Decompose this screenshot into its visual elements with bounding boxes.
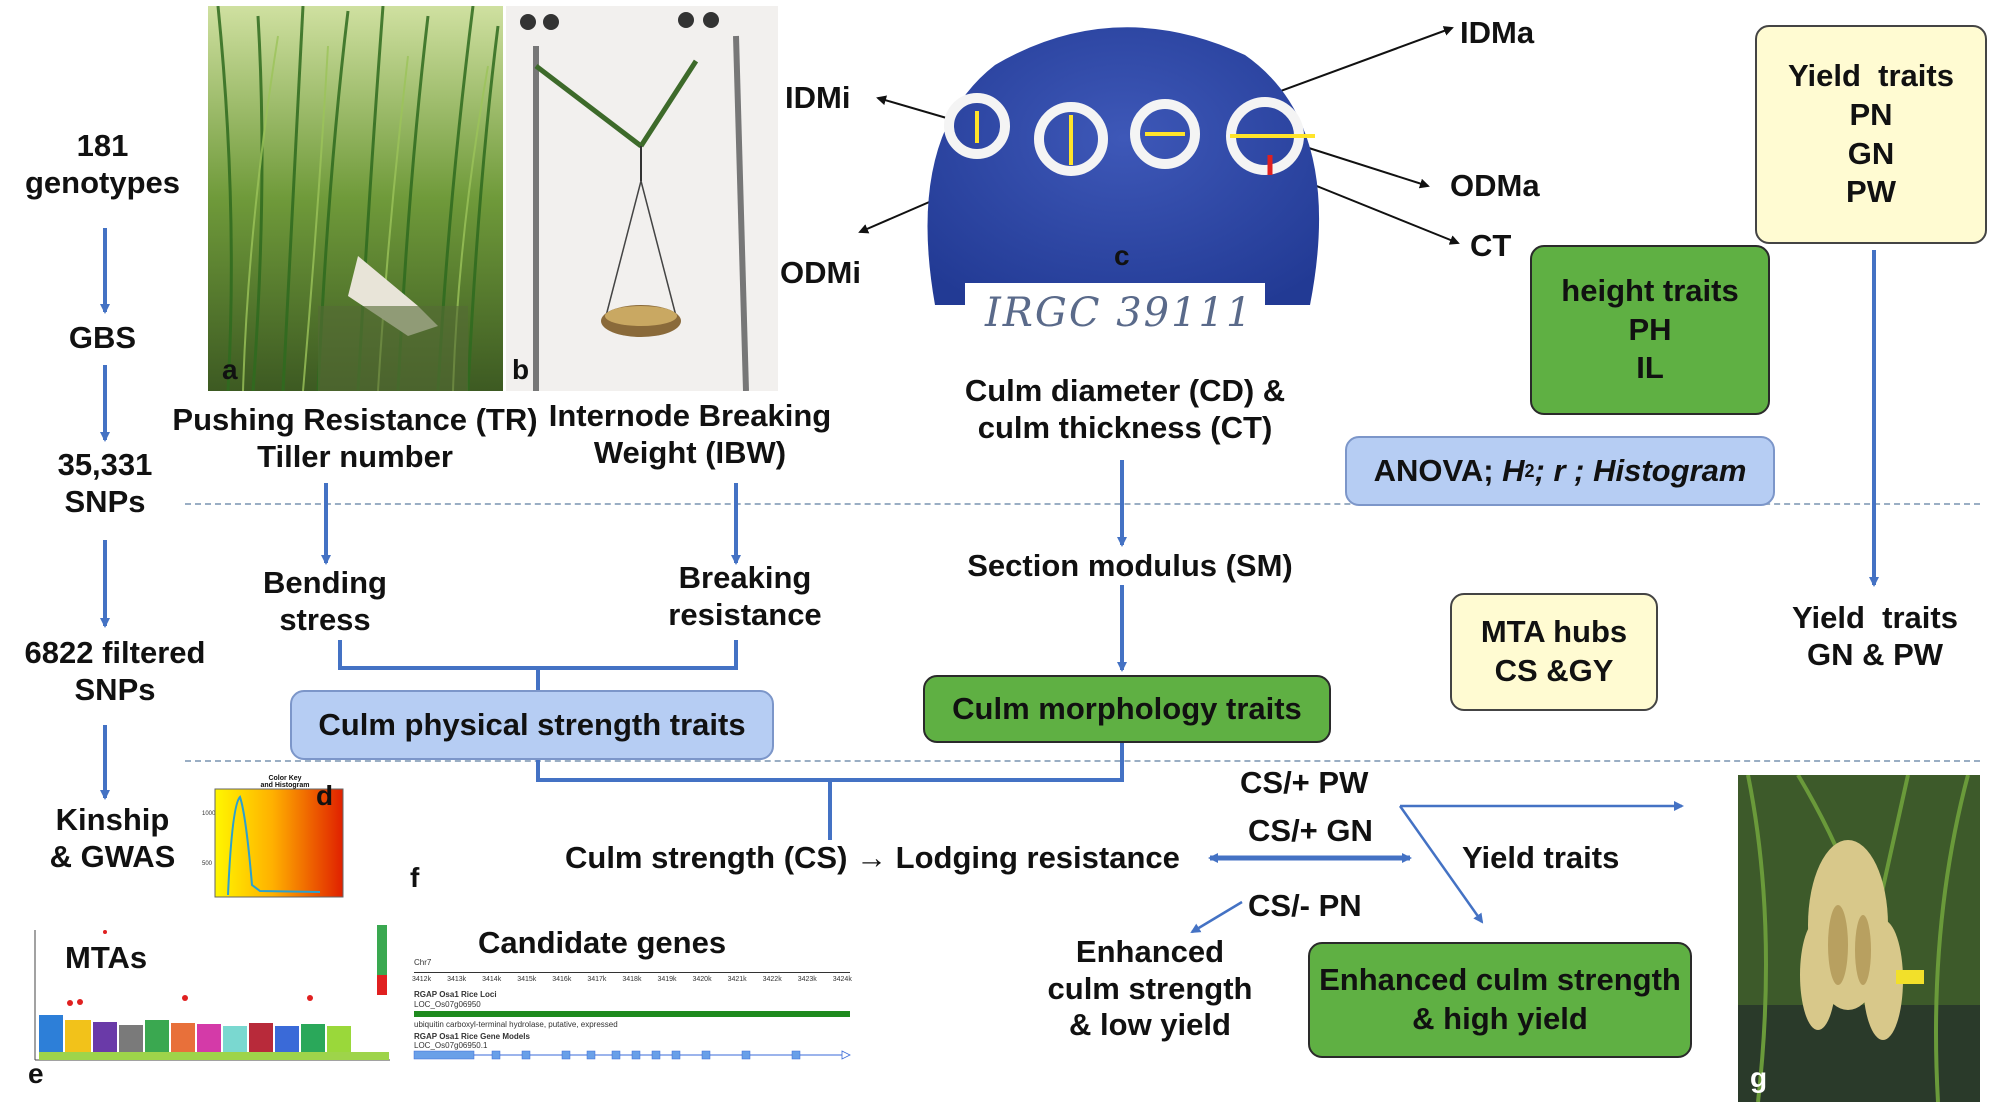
height-traits-box: height traits PH IL	[1530, 245, 1770, 415]
tick: 3415k	[517, 976, 537, 983]
separator-top	[185, 503, 1980, 505]
tick: 3413k	[447, 976, 467, 983]
tick: 3421k	[727, 976, 747, 983]
panel-label-b: b	[512, 354, 530, 385]
breaking-resistance-label: Breaking resistance	[668, 560, 822, 632]
brackets	[338, 640, 1124, 840]
yield-gn-pw-label: Yield traits GN & PW	[1792, 600, 1958, 672]
tick: 3416k	[552, 976, 572, 983]
yield-traits-top-box: Yield traits PN GN PW	[1755, 25, 1987, 244]
plate-label: IRGC 39111	[985, 290, 1254, 336]
idma-label: IDMa	[1460, 15, 1535, 50]
photo-pushing-resistance	[208, 6, 503, 391]
bending-stress-label: Bending stress	[263, 565, 387, 637]
snps-label: 35,331 SNPs	[57, 447, 153, 519]
gene-ticks	[414, 972, 850, 973]
height-traits-text: height traits PH IL	[1561, 272, 1739, 386]
culm-morphology-text: Culm morphology traits	[952, 690, 1302, 726]
pushing-resistance-caption: Pushing Resistance (TR) Tiller number	[172, 402, 538, 474]
gene-tick-labels: 3412k 3413k 3414k 3415k 3416k 3417k 3418k 3419k…	[412, 976, 852, 983]
panel-label-d: d	[316, 780, 334, 811]
odmi-label: ODMi	[780, 255, 861, 290]
heatmap-title: Color Key and Histogram	[260, 775, 310, 789]
mta-hubs-box: MTA hubs CS &GY	[1450, 593, 1658, 711]
gene-locus: LOC_Os07g06950	[414, 1000, 481, 1009]
cs-arrows	[1190, 801, 1684, 934]
culm-physical-box: Culm physical strength traits	[290, 690, 774, 760]
tick: 3424k	[832, 976, 852, 983]
tick: 3423k	[797, 976, 817, 983]
rice-field-image	[208, 6, 503, 391]
photo-internode-breaking	[506, 6, 778, 391]
tick: 3419k	[657, 976, 677, 983]
gene-model: LOC_Os07g06950.1	[414, 1041, 488, 1050]
manhattan-plot	[15, 920, 395, 1080]
mta-hubs-text: MTA hubs CS &GY	[1480, 614, 1628, 688]
gene-model-bar	[413, 1050, 851, 1060]
cross-section-image	[927, 27, 1320, 335]
tick: 3417k	[587, 976, 607, 983]
cs-pn-label: CS/- PN	[1248, 888, 1362, 923]
panel-label-f: f	[410, 862, 420, 893]
anova-h-sup: 2	[1524, 460, 1535, 481]
tick: 3414k	[482, 976, 502, 983]
gene-track1: RGAP Osa1 Rice Loci	[414, 990, 497, 999]
yield-traits-top-text: Yield traits PN GN PW	[1788, 58, 1954, 210]
yield-traits-label: Yield traits	[1462, 840, 1620, 875]
anova-prefix: ANOVA;	[1373, 452, 1503, 488]
rice-panicle-image	[1738, 775, 1980, 1102]
tick: 3422k	[762, 976, 782, 983]
gbs-label: GBS	[68, 320, 137, 355]
manhattan-plot-image	[34, 925, 390, 1061]
tick: 3420k	[692, 976, 712, 983]
culm-physical-text: Culm physical strength traits	[318, 706, 746, 742]
photo-cross-section	[905, 15, 1335, 335]
filtered-snps-label: 6822 filtered SNPs	[24, 635, 206, 707]
internode-breaking-caption: Internode Breaking Weight (IBW)	[548, 398, 832, 470]
kinship-gwas-label: Kinship & GWAS	[49, 802, 176, 874]
panel-label-e: e	[28, 1058, 44, 1089]
enhanced-low-yield-label: Enhanced culm strength & low yield	[1047, 934, 1253, 1043]
gene-track2: RGAP Osa1 Rice Gene Models	[414, 1032, 530, 1041]
svg-text:1000: 1000	[202, 811, 216, 817]
panel-label-g: g	[1750, 1062, 1768, 1093]
cs-gn-label: CS/+ GN	[1248, 813, 1373, 848]
ct-label: CT	[1470, 228, 1512, 263]
trait-arrows	[321, 250, 1879, 672]
genotypes-label: 181 genotypes	[24, 128, 181, 200]
culm-strength-lodging-label: Culm strength (CS) → Lodging resistance	[565, 840, 1180, 875]
cs-pw-label: CS/+ PW	[1240, 765, 1369, 800]
svg-text:500: 500	[202, 861, 213, 867]
color-key-histogram: 1000 500	[202, 788, 344, 898]
gene-viewer: Chr7 3412k 3413k 3414k 3415k 3416k 3417k 3418k…	[412, 958, 852, 1060]
culm-diameter-label: Culm diameter (CD) & culm thickness (CT)	[964, 373, 1286, 445]
enhanced-high-yield-text: Enhanced culm strength & high yield	[1319, 962, 1681, 1036]
odma-label: ODMa	[1450, 168, 1540, 203]
photo-rice-panicle	[1738, 775, 1980, 1102]
panel-label-a: a	[222, 354, 238, 385]
candidate-genes-label: Candidate genes	[478, 925, 727, 960]
panel-label-c: c	[1114, 240, 1130, 271]
gene-chr: Chr7	[414, 958, 432, 967]
tick: 3418k	[622, 976, 642, 983]
breaking-apparatus-image	[520, 12, 749, 391]
tick: 3412k	[412, 976, 432, 983]
anova-rest: ; r ; Histogram	[1534, 452, 1747, 488]
gene-desc: ubiquitin carboxyl-terminal hydrolase, p…	[414, 1020, 618, 1029]
anova-h: H	[1502, 452, 1525, 488]
mtas-label: MTAs	[65, 940, 148, 975]
culm-morphology-box: Culm morphology traits	[923, 675, 1331, 743]
heatmap-panel: 1000 500 Color Key and Histogram	[200, 775, 345, 900]
section-modulus-label: Section modulus (SM)	[967, 548, 1293, 583]
idmi-label: IDMi	[785, 80, 851, 115]
separator-bottom	[185, 760, 1980, 762]
gene-locus-bar	[414, 1011, 850, 1017]
enhanced-high-yield-box: Enhanced culm strength & high yield	[1308, 942, 1692, 1058]
